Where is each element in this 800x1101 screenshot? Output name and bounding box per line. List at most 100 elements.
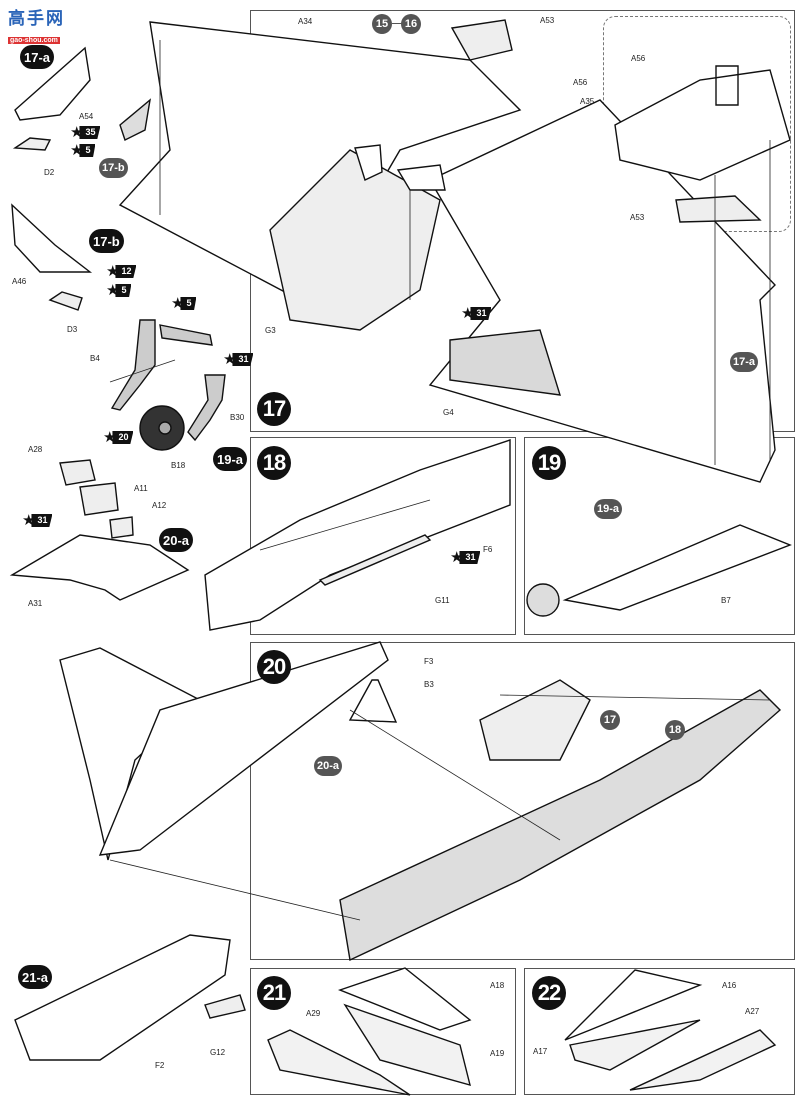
paint-code-5: ★5 (171, 295, 197, 312)
step-21-frame (250, 968, 516, 1095)
part-a35 (396, 164, 446, 191)
part-label-g11: G11 (435, 596, 450, 605)
ref-badge-17: 17 (600, 710, 620, 730)
part-label-g3: G3 (265, 326, 276, 335)
part-b3 (348, 679, 398, 723)
part-label-a11: A11 (134, 484, 148, 493)
inset-label-a53: A53 (630, 213, 645, 222)
part-label-g12: G12 (210, 1048, 226, 1057)
part-label-a17: A17 (533, 1047, 548, 1056)
step-number-18: 18 (257, 446, 291, 480)
step-number-20: 20 (257, 650, 291, 684)
paint-code-5: ★5 (106, 282, 132, 299)
part-label-a34: A34 (298, 17, 313, 26)
star-icon: ★ (450, 549, 464, 566)
star-icon: ★ (70, 142, 84, 159)
star-icon: ★ (106, 282, 120, 299)
part-label-a16: A16 (722, 981, 737, 990)
ref-badge-20a: 20-a (314, 756, 343, 776)
star-icon: ★ (223, 351, 237, 368)
part-a46 (11, 203, 93, 273)
ref-badge-18: 18 (665, 720, 685, 740)
inset-fuselage (614, 69, 791, 181)
ref-connector (392, 23, 402, 24)
paint-code-12: ★12 (106, 263, 137, 280)
star-icon: ★ (103, 429, 117, 446)
part-label-a31: A31 (28, 599, 43, 608)
part-label-a12: A12 (152, 501, 167, 510)
part-a31 (9, 534, 190, 601)
step-18-frame (250, 437, 516, 635)
part-a53 (450, 19, 513, 61)
part-label-d2: D2 (44, 168, 55, 177)
part-label-b7: B7 (721, 596, 731, 605)
engine-17 (479, 679, 591, 761)
part-b30 (187, 374, 226, 442)
star-icon: ★ (461, 305, 475, 322)
part-d2 (12, 137, 52, 151)
paint-code-20: ★20 (103, 429, 134, 446)
star-icon: ★ (22, 512, 36, 529)
watermark-logo: 高手网 gao-shou.com (8, 4, 70, 47)
step-number-19: 19 (532, 446, 566, 480)
ref-badge-16: 16 (401, 14, 421, 34)
step-22-frame (524, 968, 795, 1095)
ref-badge-19a: 19-a (594, 499, 623, 519)
paint-code-31: ★31 (461, 305, 492, 322)
watermark-url: gao-shou.com (8, 37, 60, 44)
part-label-b18: B18 (171, 461, 186, 470)
part-label-a46: A46 (12, 277, 27, 286)
part-d3 (48, 291, 83, 311)
part-label-a53: A53 (540, 16, 555, 25)
ref-badge-17a: 17-a (730, 352, 759, 372)
part-a34 (354, 144, 383, 181)
watermark-chinese: 高手网 (8, 9, 65, 28)
part-label-f6: F6 (483, 545, 493, 554)
horizontal-stabilizer-left (59, 647, 202, 861)
part-a19 (343, 1003, 471, 1086)
part-a16 (564, 969, 703, 1041)
star-icon: ★ (70, 124, 84, 141)
part-label-a28: A28 (28, 445, 43, 454)
tail-wheel (526, 583, 560, 617)
part-label-g4: G4 (443, 408, 454, 417)
subassembly-20a-badge: 20-a (159, 528, 194, 552)
paint-code-31: ★31 (22, 512, 53, 529)
paint-code-31: ★31 (450, 549, 481, 566)
part-label-a27: A27 (745, 1007, 760, 1016)
star-icon: ★ (106, 263, 120, 280)
step-number-17: 17 (257, 392, 291, 426)
part-a28 (59, 459, 96, 486)
part-strut (159, 324, 213, 346)
step-number-22: 22 (532, 976, 566, 1010)
part-a29 (267, 1029, 411, 1096)
part-a54 (14, 46, 91, 121)
part-label-a18: A18 (490, 981, 505, 990)
part-label-b4: B4 (90, 354, 100, 363)
ref-badge-17b: 17-b (99, 158, 128, 178)
fuselage-left-half (98, 641, 389, 856)
fuselage-right-half-18 (339, 689, 782, 962)
part-label-a54: A54 (79, 112, 94, 121)
part-b7 (562, 524, 792, 611)
part-g11 (318, 534, 432, 586)
part-label-f2: F2 (155, 1061, 165, 1070)
part-a17 (569, 1019, 701, 1071)
step-number-21: 21 (257, 976, 291, 1010)
subassembly-21a-badge: 21-a (18, 965, 53, 989)
star-icon: ★ (171, 295, 185, 312)
paint-code-35: ★35 (70, 124, 101, 141)
engine-assembly (269, 149, 441, 331)
ref-badge-15: 15 (372, 14, 392, 34)
part-label-a35: A35 (580, 97, 595, 106)
part-g12 (204, 994, 246, 1019)
part-f2 (14, 934, 231, 1061)
inset-a53 (675, 195, 762, 223)
subassembly-17a-badge: 17-a (20, 45, 55, 69)
subassembly-19a-badge: 19-a (213, 447, 248, 471)
subassembly-17b-badge: 17-b (89, 229, 124, 253)
part-label-d3: D3 (67, 325, 78, 334)
part-label-a29: A29 (306, 1009, 321, 1018)
part-17b-view (119, 98, 152, 141)
